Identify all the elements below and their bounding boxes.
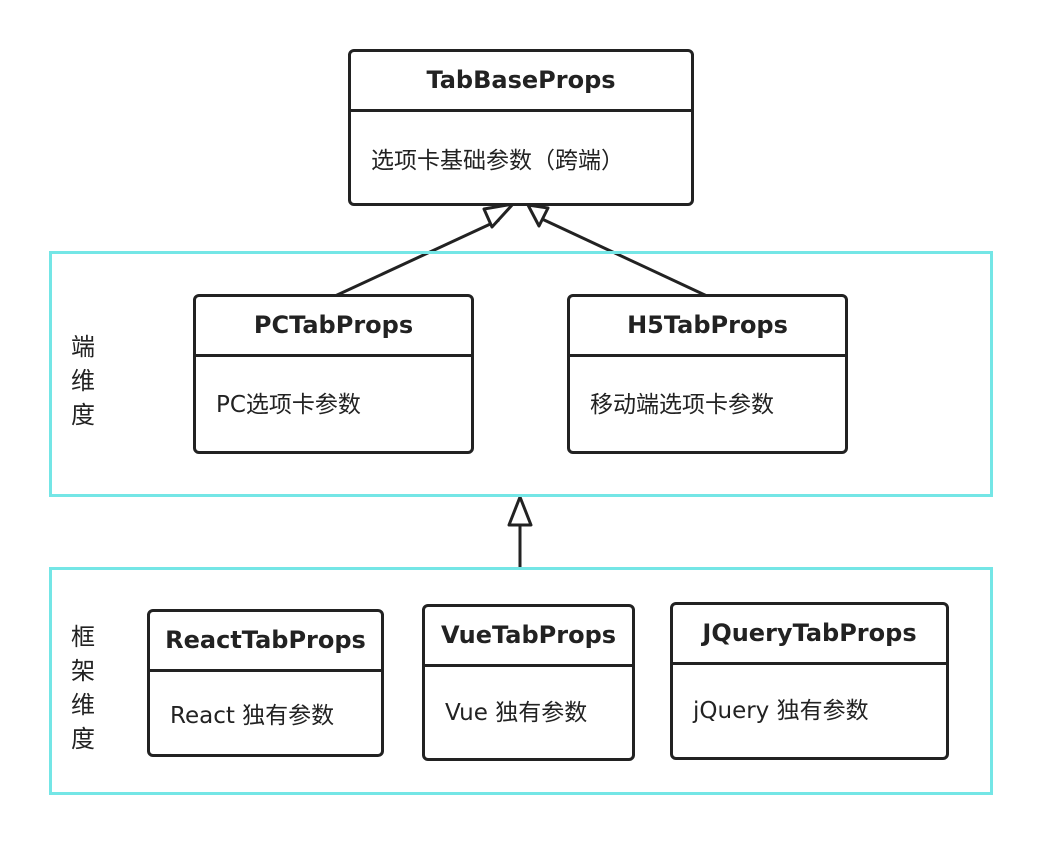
inheritance-line-h5-to-base <box>541 217 708 298</box>
class-name: VueTabProps <box>425 607 632 667</box>
class-description: 选项卡基础参数（跨端） <box>371 148 624 174</box>
class-name: H5TabProps <box>570 297 845 357</box>
class-box-jquery-tab-props: JQueryTabProps jQuery 独有参数 <box>670 602 949 760</box>
class-box-h5-tab-props: H5TabProps 移动端选项卡参数 <box>567 294 848 454</box>
class-box-vue-tab-props: VueTabProps Vue 独有参数 <box>422 604 635 761</box>
class-description: React 独有参数 <box>170 703 335 729</box>
class-box-pc-tab-props: PCTabProps PC选项卡参数 <box>193 294 474 454</box>
inheritance-arrowhead-h5 <box>526 203 550 228</box>
class-description: PC选项卡参数 <box>216 392 361 418</box>
inheritance-line-pc-to-base <box>334 218 500 298</box>
class-box-tab-base-props: TabBaseProps 选项卡基础参数（跨端） <box>348 49 694 206</box>
class-box-react-tab-props: ReactTabProps React 独有参数 <box>147 609 384 757</box>
platform-dimension-label: 端 维 度 <box>71 333 95 429</box>
class-name: TabBaseProps <box>351 52 691 112</box>
platform-dimension-group <box>49 251 993 497</box>
inheritance-arrowhead-framework <box>507 495 533 527</box>
framework-dimension-label: 框 架 维 度 <box>71 623 95 753</box>
class-name: PCTabProps <box>196 297 471 357</box>
class-description: 移动端选项卡参数 <box>590 392 774 418</box>
class-description: jQuery 独有参数 <box>693 698 869 724</box>
framework-dimension-group <box>49 567 993 795</box>
class-name: JQueryTabProps <box>673 605 946 665</box>
class-name: ReactTabProps <box>150 612 381 672</box>
class-description: Vue 独有参数 <box>445 700 588 726</box>
inheritance-arrowhead-pc <box>482 202 515 229</box>
